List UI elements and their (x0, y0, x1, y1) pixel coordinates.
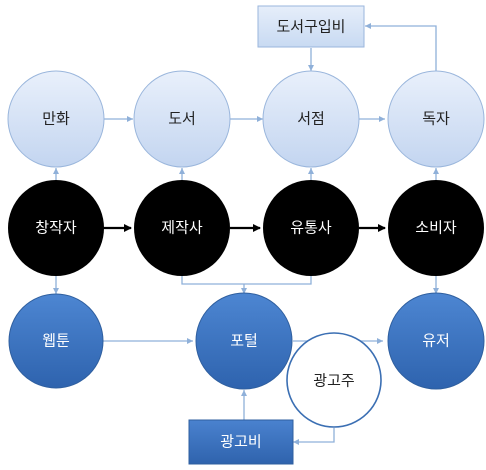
node-advertiser-label: 광고주 (313, 372, 354, 390)
node-doseo (133, 70, 231, 168)
connectors (53, 23, 439, 445)
ad-fee-group: 광고비 (188, 419, 294, 465)
node-seojeom-label: 서점 (297, 110, 325, 128)
node-doseo-label: 도서 (168, 110, 196, 128)
node-user-label: 유저 (422, 332, 450, 350)
arrow-dokja-to-top-box (365, 23, 437, 71)
node-manhwa (7, 70, 105, 168)
ad-fee-box (188, 419, 294, 465)
bracket-jejaksa-yutongsa-to-portal (181, 276, 312, 285)
node-dokja (387, 70, 485, 168)
node-sobija-label: 소비자 (415, 219, 457, 237)
node-user (387, 292, 485, 390)
advertiser-group: 광고주 (286, 332, 382, 428)
ad-fee-label: 광고비 (220, 433, 261, 451)
node-seojeom (262, 70, 360, 168)
arrow-advertiser-to-ad-fee (293, 428, 335, 445)
node-yutongsa (263, 180, 359, 276)
node-jejaksa-label: 제작사 (161, 219, 203, 237)
node-webtoon-label: 웹툰 (42, 332, 70, 350)
node-changjakja (8, 180, 104, 276)
book-purchase-box (257, 5, 365, 48)
node-sobija (388, 180, 484, 276)
node-portal-label: 포털 (230, 332, 258, 350)
middle-row: 창작자 제작사 유통사 소비자 (8, 180, 484, 276)
node-advertiser (286, 332, 382, 428)
node-dokja-label: 독자 (422, 110, 450, 128)
node-manhwa-label: 만화 (42, 110, 70, 128)
book-purchase-label: 도서구입비 (276, 18, 345, 36)
node-webtoon (8, 293, 104, 389)
node-yutongsa-label: 유통사 (290, 219, 332, 237)
bottom-row: 웹툰 포털 유저 (8, 292, 485, 390)
top-row: 만화 도서 서점 독자 (7, 70, 485, 168)
node-portal (195, 292, 293, 390)
top-box-group: 도서구입비 (257, 5, 365, 48)
node-changjakja-label: 창작자 (35, 219, 77, 237)
node-jejaksa (134, 180, 230, 276)
